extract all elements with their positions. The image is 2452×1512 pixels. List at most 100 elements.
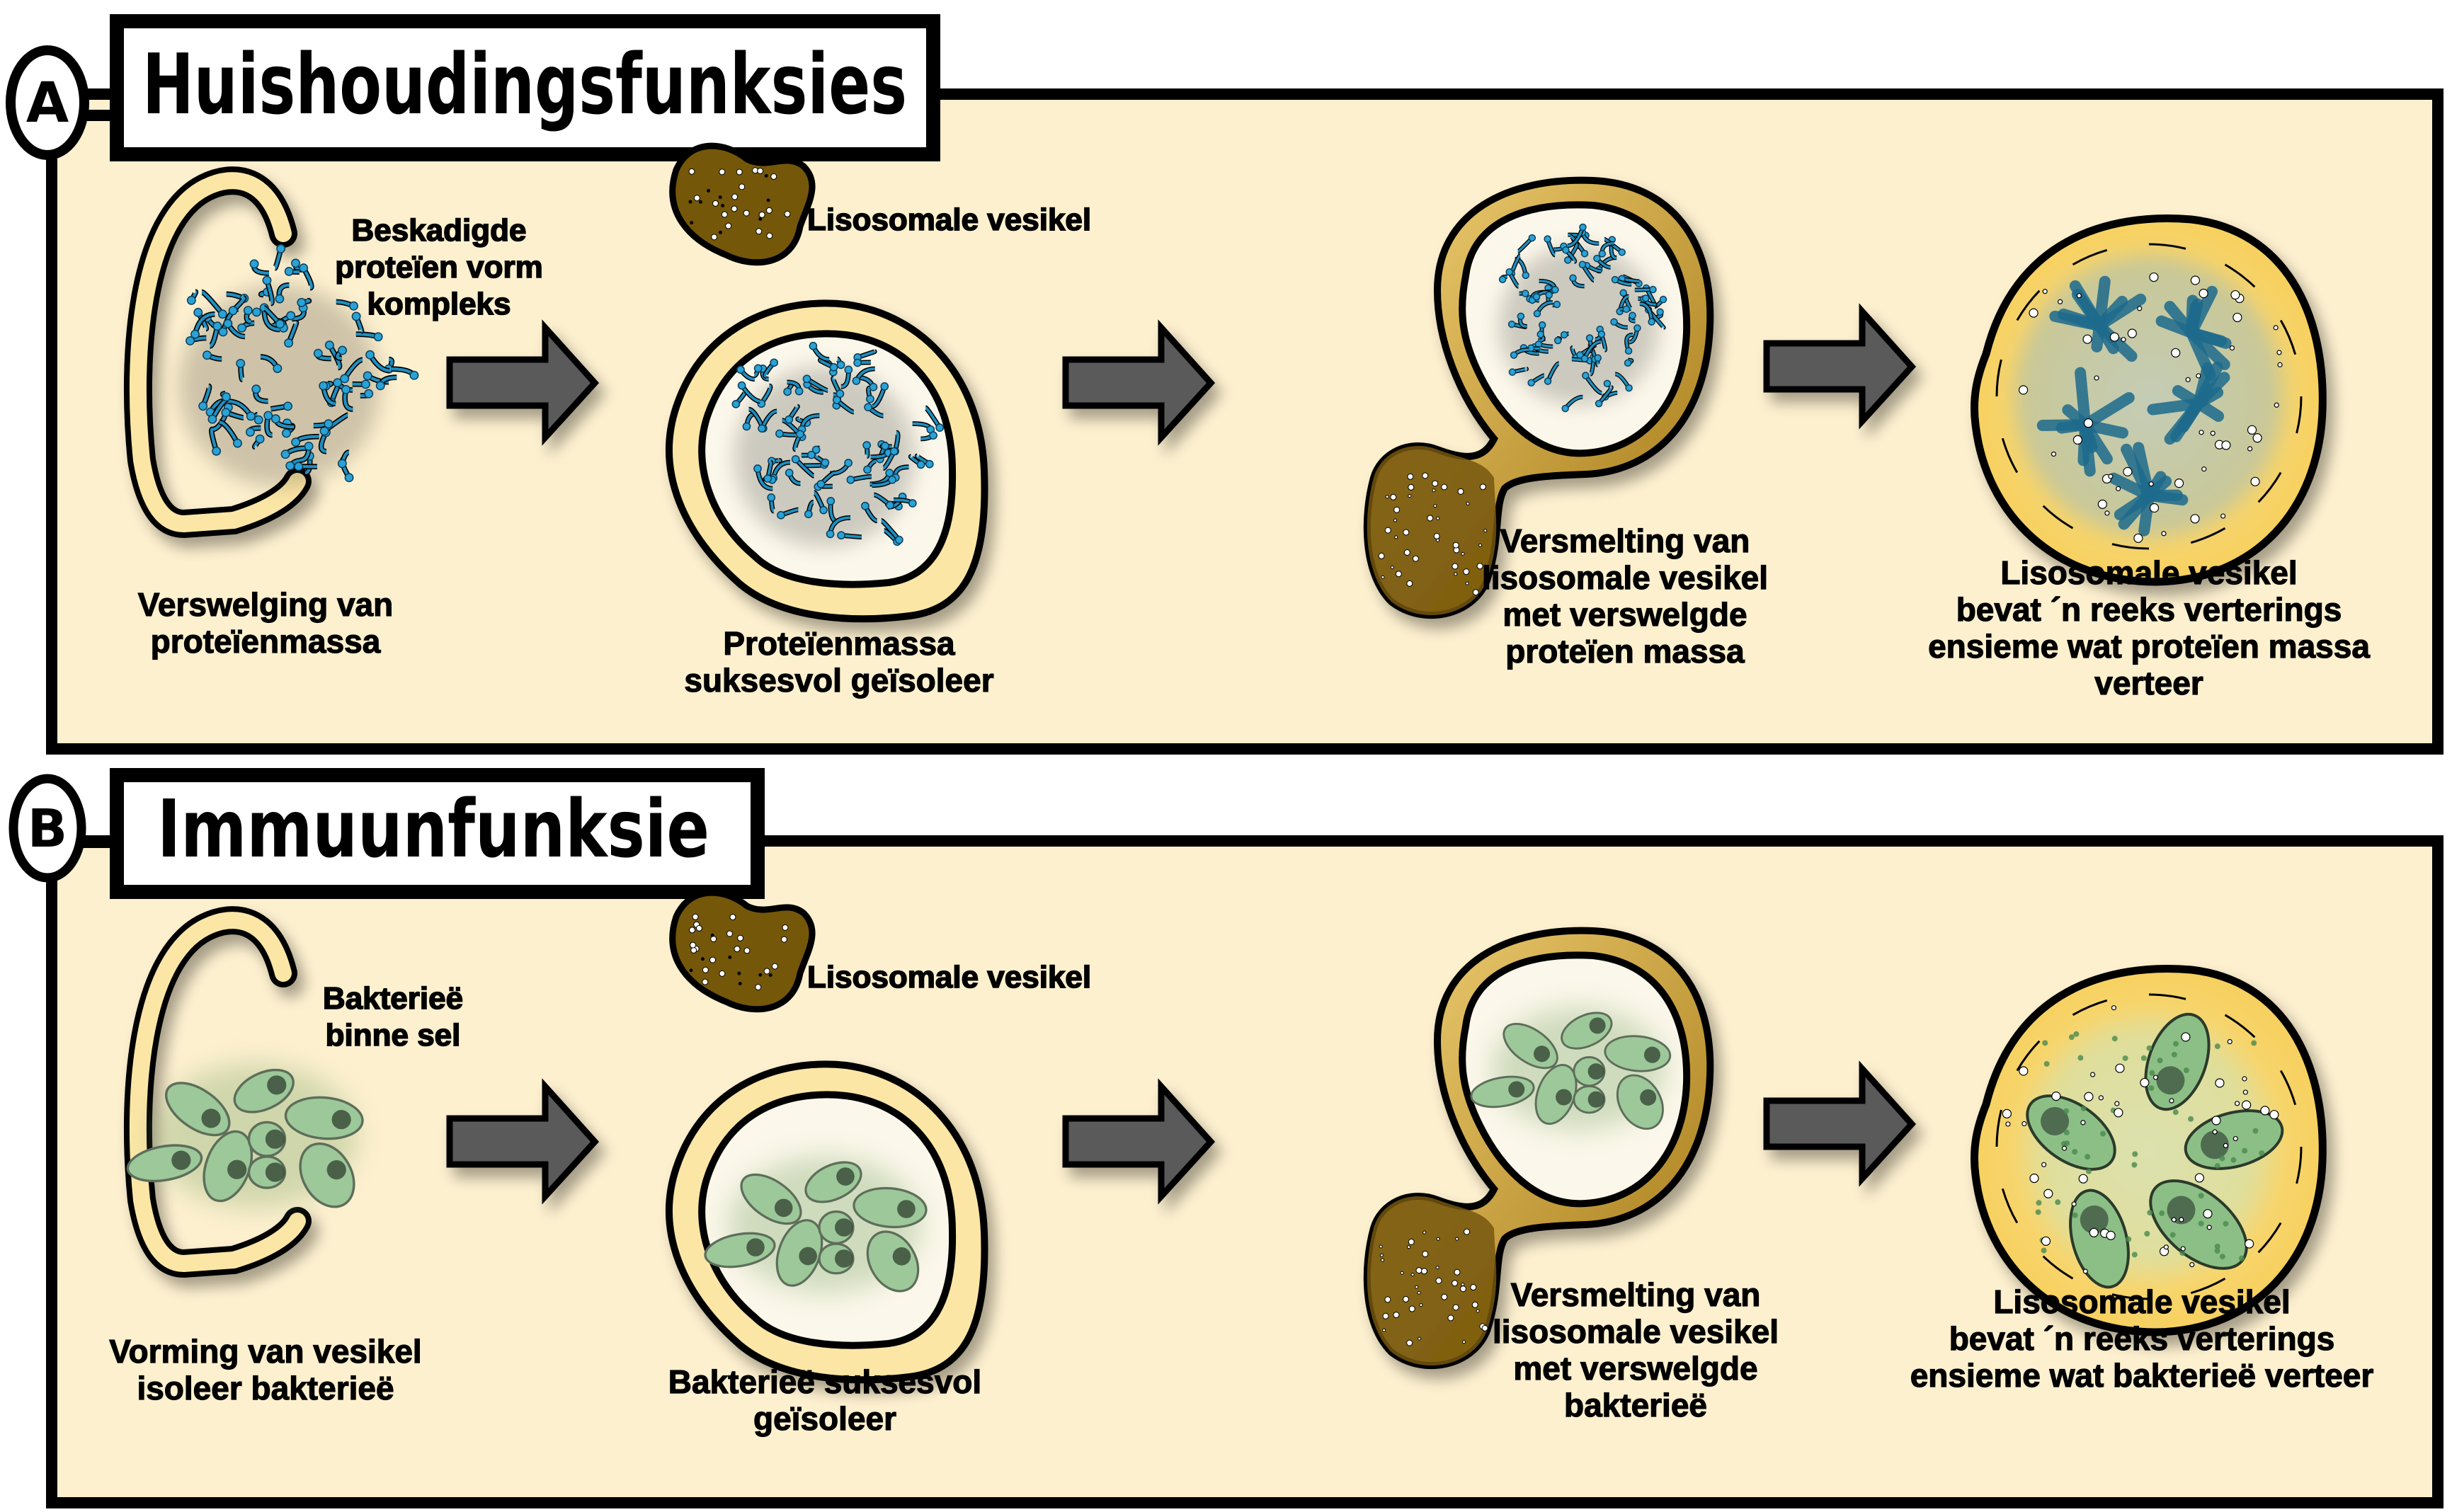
digesting-lysosome [1971, 214, 2327, 586]
bacterium-icon [1616, 1074, 1664, 1130]
right-arrow-icon [1062, 1078, 1216, 1205]
isolated-vesicle [666, 299, 988, 623]
cargo-label-line: Bakterieë [323, 981, 463, 1016]
bacterium-icon [1604, 1035, 1672, 1072]
stage-caption-4-line: verteer [2094, 665, 2203, 701]
stage-caption-3-line: lisosomale vesikel [1493, 1313, 1779, 1350]
bacterium-icon [233, 1068, 295, 1113]
lysosome-icon [669, 889, 816, 1013]
bacterium-icon [818, 1210, 855, 1244]
bacterium-icon [1573, 1055, 1606, 1087]
digested-protein-icon [2049, 275, 2147, 362]
stage-caption-3-line: Versmelting van [1511, 1276, 1761, 1313]
stage-caption-3-line: met verswelgde [1513, 1350, 1757, 1387]
stage-caption-4-line: Lisosomale vesikel [2000, 554, 2297, 591]
cargo-label-line: kompleks [367, 287, 511, 321]
stage-caption-4-line: ensieme wat proteïen massa [1928, 628, 2370, 665]
stage-caption-4-line: ensieme wat bakterieë verteer [1910, 1357, 2374, 1394]
cell-membrane-icon [123, 906, 312, 1278]
bacterium-icon [164, 1082, 231, 1137]
stage-caption-4-line: bevat ´n reeks verterings [1956, 591, 2342, 628]
stage-caption-2-line: Bakterieë suksesvol [668, 1363, 981, 1400]
bacterium-icon [740, 1173, 802, 1225]
bacterium-icon [1534, 1064, 1578, 1125]
stage-caption-4-line: Lisosomale vesikel [1993, 1283, 2290, 1320]
lysosome-label: Lisosomale vesikel [807, 960, 1091, 995]
bacterium-icon [247, 1155, 287, 1189]
stage-caption-3-line: Versmelting van [1500, 522, 1750, 559]
digested-protein-icon [2108, 442, 2189, 537]
bacterium-icon [1573, 1085, 1606, 1114]
panel-a-badge [6, 45, 89, 160]
panel-b-badge [8, 774, 86, 883]
stage-caption-3-line: proteïen massa [1505, 633, 1745, 670]
stage-caption-1-line: proteïenmassa [151, 623, 381, 660]
bacterium-icon [866, 1230, 920, 1293]
protein-complex-icon [1498, 223, 1667, 413]
panel-b-badge-letter: B [28, 798, 67, 859]
bacterium-icon [853, 1186, 928, 1229]
lysosome-icon [669, 142, 816, 266]
stage-caption-1-line: isoleer bakterieë [137, 1370, 394, 1407]
bacterium-icon [126, 1144, 203, 1183]
stage-caption-2-line: Proteïenmassa [723, 625, 955, 662]
bacteria-cluster-icon [126, 1064, 364, 1208]
bacterium-icon [299, 1142, 355, 1208]
digesting-lysosome [1971, 965, 2327, 1336]
stage-caption-1-line: Verswelging van [138, 586, 393, 623]
bacterium-icon [704, 1232, 776, 1268]
isolated-vesicle [666, 1060, 988, 1384]
panel-a-badge-letter: A [26, 71, 69, 135]
lysosome-label: Lisosomale vesikel [807, 202, 1091, 237]
right-arrow-icon [1062, 319, 1216, 446]
bacteria-cluster-icon [704, 1157, 928, 1293]
digested-protein-icon [2036, 367, 2135, 477]
stage-caption-3-line: bakterieë [1564, 1387, 1707, 1424]
right-arrow-icon [1763, 303, 1917, 430]
right-arrow-icon [446, 1078, 600, 1205]
bacterium-icon [1502, 1023, 1558, 1070]
panel-a-title-box [110, 14, 940, 161]
digested-bacterium-icon [2144, 1012, 2211, 1111]
cargo-label-line: proteïen vorm [335, 250, 542, 285]
protein-complex-icon [731, 341, 945, 547]
panel-a-title: Huishoudingsfunksies [142, 35, 907, 133]
digested-protein-icon [2147, 361, 2230, 445]
stage-caption-1-line: Vorming van vesikel [109, 1333, 421, 1370]
bacterium-icon [818, 1242, 855, 1275]
bacterium-icon [804, 1161, 862, 1203]
bacteria-cluster-icon [1470, 1007, 1672, 1130]
protein-complex-icon [178, 244, 419, 487]
right-arrow-icon [1763, 1060, 1917, 1187]
right-arrow-icon [446, 319, 600, 446]
stage-caption-3-line: lisosomale vesikel [1482, 559, 1768, 596]
bacterium-icon [1561, 1012, 1613, 1050]
bacterium-icon [284, 1096, 364, 1140]
bacterium-icon [247, 1121, 287, 1157]
panel-b-title: Immuunfunksie [157, 784, 709, 876]
stage-caption-2-line: geïsoleer [753, 1400, 896, 1437]
cell-membrane-icon [123, 166, 312, 539]
digested-bacterium-icon [2069, 1189, 2130, 1289]
digested-protein-icon [2155, 285, 2232, 381]
bacterium-icon [1470, 1075, 1535, 1109]
cargo-label-line: binne sel [326, 1018, 461, 1053]
bacterium-icon [203, 1130, 253, 1203]
digested-bacterium-icon [2026, 1094, 2116, 1171]
cargo-label-line: Beskadigde [352, 213, 527, 248]
stage-caption-2-line: suksesvol geïsoleer [684, 662, 993, 699]
panel-b-title-box [110, 768, 765, 899]
